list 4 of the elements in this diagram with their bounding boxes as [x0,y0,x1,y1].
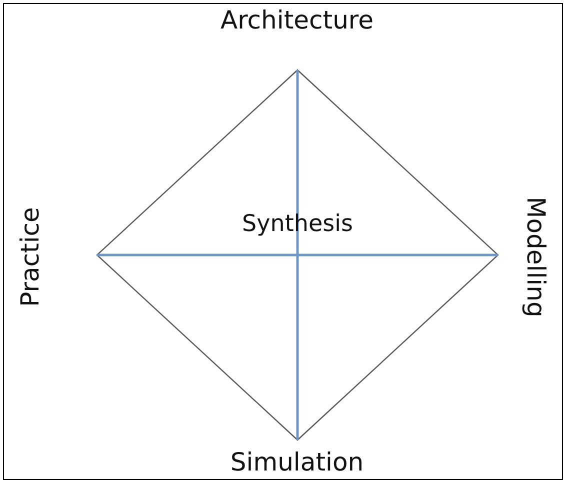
corner-label: Modelling [524,196,548,318]
corner-label: Simulation [230,450,364,474]
corner-label: Practice [18,207,42,307]
corner-label: Architecture [220,8,374,32]
